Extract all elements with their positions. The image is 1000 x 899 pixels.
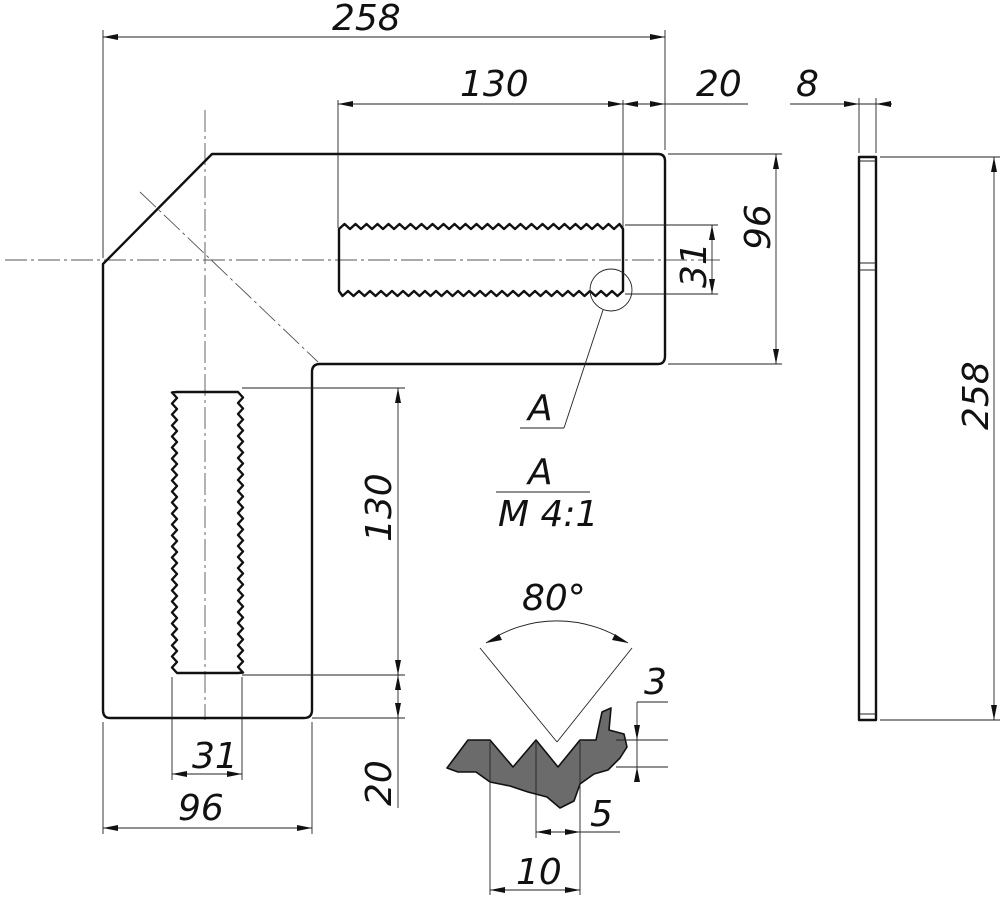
arrow xyxy=(395,388,401,403)
front-view: A xyxy=(5,110,720,720)
dim-slot-length-left: 130 xyxy=(359,473,400,542)
dim-arm-width-right: 96 xyxy=(738,204,779,250)
detail-a-circle xyxy=(589,268,633,312)
dim-tooth-angle: 80° xyxy=(522,578,586,619)
arrow xyxy=(773,349,779,364)
angle-ray-left xyxy=(479,647,558,743)
dim-tooth-depth: 3 xyxy=(644,662,667,703)
arrow xyxy=(623,101,638,107)
side-view-outline xyxy=(857,155,878,722)
plate-outline xyxy=(101,152,667,720)
dim-tooth-pitch: 10 xyxy=(516,852,562,893)
arrow xyxy=(773,154,779,169)
arrow xyxy=(565,829,580,835)
arrow xyxy=(395,675,401,690)
arrow xyxy=(650,34,665,40)
arrow xyxy=(991,705,997,720)
dim-slot-length-top: 130 xyxy=(460,64,529,105)
arrow xyxy=(634,767,640,782)
dim-thickness: 8 xyxy=(796,64,819,105)
dim-arm-width-bottom: 96 xyxy=(178,788,224,829)
angle-ray-right xyxy=(556,647,633,743)
arrow xyxy=(395,660,401,675)
arrow xyxy=(565,887,580,893)
tooth-profile-section xyxy=(446,707,628,809)
arrow xyxy=(650,101,665,107)
arrow xyxy=(172,771,187,777)
arrow xyxy=(297,825,312,831)
arrow xyxy=(536,829,551,835)
arrow xyxy=(103,825,118,831)
dim-edge-offset-bottom: 20 xyxy=(359,760,400,806)
arrow xyxy=(395,703,401,718)
arrow xyxy=(608,101,623,107)
detail-a-callout-label: A xyxy=(526,388,553,429)
arrow xyxy=(844,101,859,107)
arrow xyxy=(338,101,353,107)
serrated-slot-top xyxy=(337,222,625,298)
arrow xyxy=(709,225,715,240)
dim-slot-width-left: 31 xyxy=(192,736,238,777)
serrated-slot-left xyxy=(170,390,245,675)
side-view: 8 258 xyxy=(790,64,1000,722)
diagonal-centerline xyxy=(139,191,319,363)
dim-slot-width-top: 31 xyxy=(674,242,715,288)
arrow xyxy=(103,34,118,40)
dimensions-main: 258 130 20 96 31 130 20 xyxy=(102,0,782,834)
arrow xyxy=(709,279,715,294)
arrow xyxy=(634,725,640,740)
dim-overall-width: 258 xyxy=(332,0,401,39)
dim-edge-offset-top: 20 xyxy=(696,64,742,105)
arrow xyxy=(876,101,891,107)
arrow xyxy=(490,887,505,893)
dim-tooth-half-pitch: 5 xyxy=(590,794,613,835)
arrow xyxy=(991,157,997,172)
detail-view-label: A xyxy=(526,452,553,493)
detail-a-leader xyxy=(563,309,604,429)
dim-side-height: 258 xyxy=(956,361,997,430)
arrow xyxy=(227,771,242,777)
detail-a-view: A M 4:1 80° 3 5 10 xyxy=(446,452,668,895)
arrow xyxy=(612,634,628,643)
angle-arc xyxy=(485,620,629,644)
detail-view-scale: M 4:1 xyxy=(498,494,598,535)
arrow xyxy=(486,634,502,643)
